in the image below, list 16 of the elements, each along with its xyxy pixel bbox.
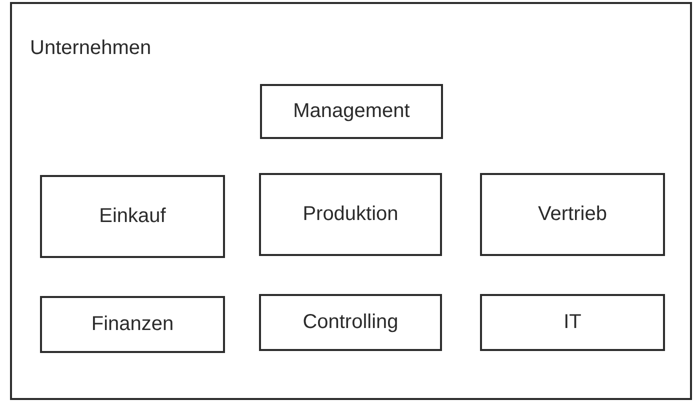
- box-label: IT: [564, 311, 582, 334]
- box-label: Einkauf: [99, 205, 166, 228]
- department-box: [259, 294, 442, 351]
- department-box: [259, 173, 442, 256]
- container-box: [10, 2, 692, 400]
- department-box: [260, 84, 443, 139]
- department-box: [40, 175, 225, 258]
- box-label: Vertrieb: [538, 203, 607, 226]
- department-box: [480, 173, 665, 256]
- box-label: Controlling: [302, 311, 398, 334]
- container-title: Unternehmen: [30, 37, 152, 60]
- box-label: Finanzen: [91, 313, 174, 336]
- box-label: Produktion: [302, 203, 398, 226]
- department-box: [40, 296, 225, 353]
- box-label: Management: [293, 100, 410, 123]
- department-box: [480, 294, 665, 351]
